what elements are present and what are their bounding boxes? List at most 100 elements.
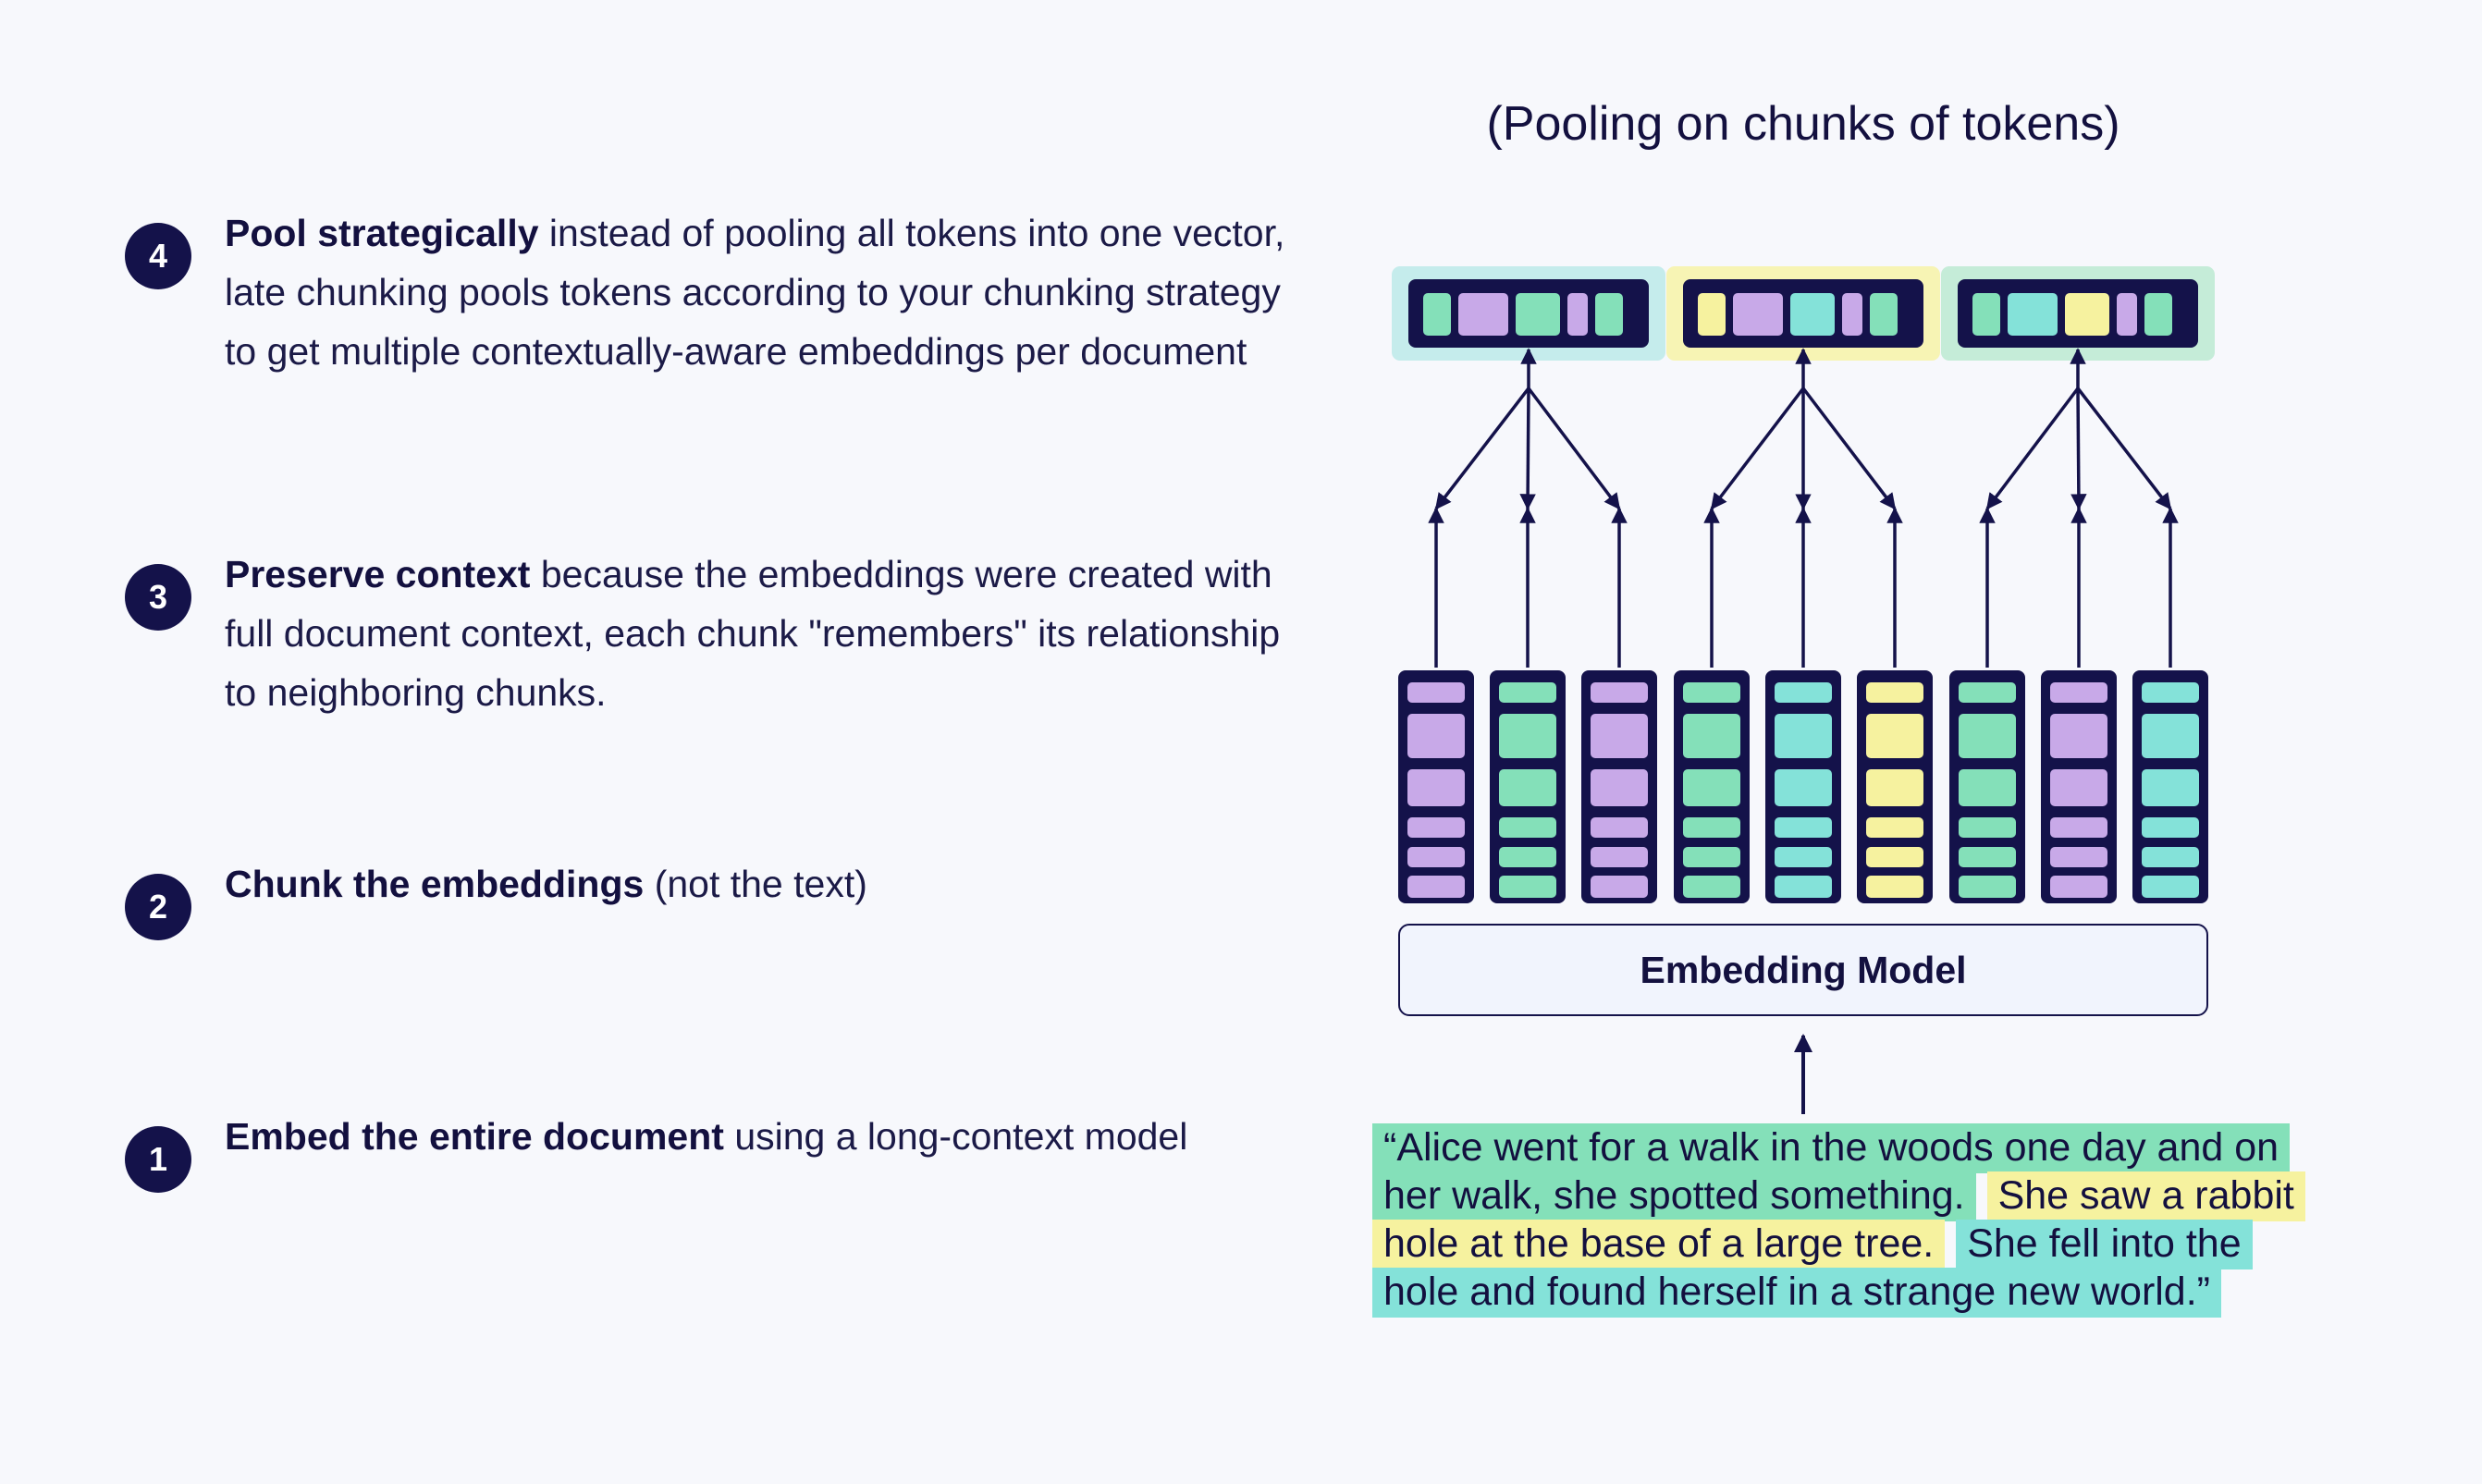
pooled-embedding — [1666, 266, 1940, 361]
pooled-segment — [1595, 293, 1623, 336]
step-description: Pool strategically instead of pooling al… — [225, 203, 1288, 381]
token-column — [1765, 670, 1841, 903]
pooling-branch — [1710, 386, 1805, 510]
token-embedding — [1959, 769, 2016, 806]
token-embedding — [1866, 769, 1923, 806]
pooled-segment — [1423, 293, 1451, 336]
step-description: Chunk the embeddings (not the text) — [225, 854, 1288, 914]
pooling-branch — [1801, 386, 1897, 510]
token-embedding — [1683, 769, 1740, 806]
token-embedding — [1959, 847, 2016, 867]
token-embedding — [1591, 714, 1648, 758]
token-embedding — [1499, 714, 1556, 758]
token-embedding — [2050, 847, 2107, 867]
token-embedding — [1775, 714, 1832, 758]
step-body: because the embeddings were created with… — [225, 553, 1281, 714]
token-embedding — [2142, 847, 2199, 867]
pooled-segment — [1516, 293, 1560, 336]
step-body: using a long-context model — [723, 1115, 1188, 1158]
pooled-segment — [1870, 293, 1898, 336]
token-embedding — [1959, 714, 2016, 758]
pooled-segment — [2117, 293, 2137, 336]
step-number-badge: 2 — [125, 874, 191, 940]
pooling-branch — [1519, 387, 1536, 510]
token-embedding — [2050, 817, 2107, 838]
pooled-segment — [1733, 293, 1783, 336]
token-embedding — [1683, 817, 1740, 838]
pooled-embedding — [1392, 266, 1665, 361]
step-heading: Chunk the embeddings — [225, 863, 645, 905]
step-number-badge: 3 — [125, 564, 191, 631]
token-column — [1398, 670, 1474, 903]
token-embedding — [2142, 876, 2199, 898]
token-embedding — [1499, 682, 1556, 703]
token-embedding — [1499, 817, 1556, 838]
step-heading: Embed the entire document — [225, 1115, 724, 1158]
token-embedding — [1959, 682, 2016, 703]
token-embedding — [1407, 714, 1465, 758]
embedding-model-box: Embedding Model — [1398, 924, 2208, 1016]
token-embedding — [1683, 682, 1740, 703]
step-description: Preserve context because the embeddings … — [225, 545, 1288, 722]
step-body: (not the text) — [644, 863, 867, 905]
pooled-segment — [1458, 293, 1508, 336]
step-description: Embed the entire document using a long-c… — [225, 1107, 1288, 1166]
token-embedding — [1866, 876, 1923, 898]
token-embedding — [1683, 714, 1740, 758]
token-embedding — [2142, 714, 2199, 758]
token-column — [2132, 670, 2208, 903]
token-embedding — [1775, 847, 1832, 867]
token-embedding — [1591, 817, 1648, 838]
pooling-branch — [1434, 386, 1530, 510]
token-embedding — [1407, 876, 1465, 898]
token-embedding — [1866, 817, 1923, 838]
token-embedding — [1683, 876, 1740, 898]
pooled-segment — [1842, 293, 1862, 336]
token-embedding — [1591, 847, 1648, 867]
token-embedding — [1683, 847, 1740, 867]
token-embedding — [1407, 817, 1465, 838]
step-heading: Preserve context — [225, 553, 531, 595]
token-column — [1581, 670, 1657, 903]
pooled-segment — [1698, 293, 1726, 336]
diagram-title: (Pooling on chunks of tokens) — [1486, 97, 2120, 151]
pooled-segment — [1790, 293, 1835, 336]
pooled-embeddings — [1392, 266, 2215, 361]
document-passage: “Alice went for a walk in the woods one … — [1372, 1123, 2305, 1318]
pooled-segment — [1972, 293, 2000, 336]
token-embedding — [1407, 847, 1465, 867]
token-embedding — [1591, 682, 1648, 703]
token-embedding — [1775, 876, 1832, 898]
pooled-segment — [2144, 293, 2172, 336]
pooling-branch — [1985, 386, 2080, 510]
pooling-arrows — [1428, 348, 2179, 668]
pooled-embedding — [1941, 266, 2215, 361]
step-number-badge: 1 — [125, 1126, 191, 1193]
step-number-badge: 4 — [125, 223, 191, 289]
token-embedding — [1591, 769, 1648, 806]
step-body: instead of pooling all tokens into one v… — [225, 212, 1285, 373]
token-embedding — [1866, 847, 1923, 867]
pooling-branch — [1527, 386, 1621, 510]
token-embedding — [1866, 714, 1923, 758]
token-embedding — [2050, 682, 2107, 703]
token-column — [1490, 670, 1566, 903]
token-column — [1949, 670, 2025, 903]
step-heading: Pool strategically — [225, 212, 539, 254]
token-embedding — [2142, 817, 2199, 838]
token-column — [1674, 670, 1750, 903]
token-embedding — [1499, 847, 1556, 867]
token-embedding — [2050, 714, 2107, 758]
token-embedding — [2050, 876, 2107, 898]
pooling-branch — [2070, 387, 2087, 510]
token-embedding — [1775, 817, 1832, 838]
token-embedding — [1775, 769, 1832, 806]
token-embedding — [2142, 682, 2199, 703]
token-embedding — [1499, 876, 1556, 898]
token-embedding — [1407, 682, 1465, 703]
token-embedding — [1959, 817, 2016, 838]
token-embedding — [1499, 769, 1556, 806]
pooled-segment — [2008, 293, 2058, 336]
token-embedding — [2050, 769, 2107, 806]
